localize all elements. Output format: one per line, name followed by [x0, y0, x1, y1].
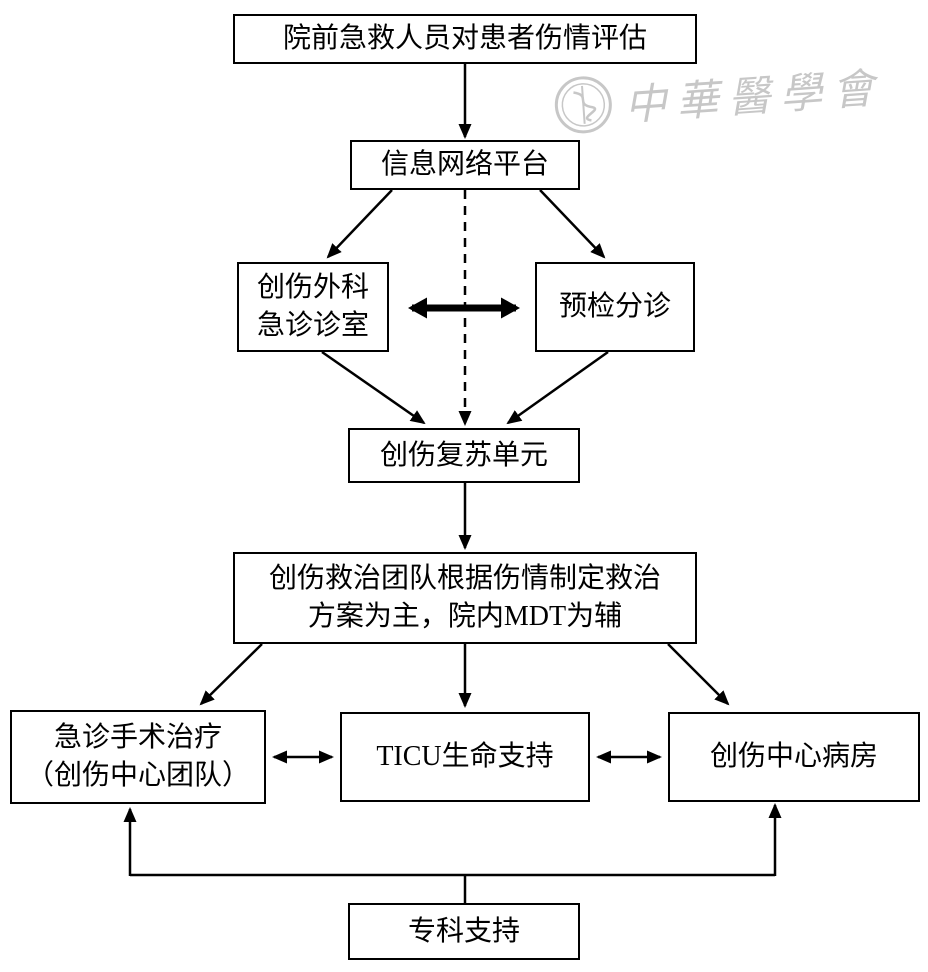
arrow-team-ward — [667, 643, 730, 706]
node-resuscitation-unit: 创伤复苏单元 — [348, 428, 580, 483]
node-label-line2: 急诊诊室 — [256, 310, 369, 341]
node-label-line2: 方案为主，院内MDT为辅 — [307, 601, 623, 632]
node-treatment-team: 创伤救治团队根据伤情制定救治 方案为主，院内MDT为辅 — [233, 552, 697, 644]
arrow-triage-resuscitation — [506, 350, 609, 425]
arrow-team-surgery — [199, 643, 263, 706]
node-label-line1: 创伤救治团队根据伤情制定救治 — [268, 563, 661, 594]
node-ticu-life-support: TICU生命支持 — [340, 712, 590, 802]
node-specialty-support: 专科支持 — [348, 903, 580, 960]
node-label-line2: （创伤中心团队） — [25, 760, 250, 791]
node-label: 创伤复苏单元 — [379, 439, 548, 471]
node-label: TICU生命支持 — [376, 741, 554, 772]
node-triage: 预检分诊 — [535, 262, 695, 352]
node-label: 专科支持 — [407, 915, 520, 947]
node-information-platform: 信息网络平台 — [350, 140, 580, 190]
arrow-platform-triage — [539, 189, 606, 259]
node-label-line1: 创伤外科 — [256, 272, 369, 303]
node-trauma-surgery-clinic: 创伤外科 急诊诊室 — [237, 262, 389, 352]
arrow-clinic-resuscitation — [321, 350, 426, 425]
node-label: 信息网络平台 — [380, 149, 549, 180]
node-label: 创伤中心病房 — [709, 741, 878, 772]
node-label-line1: 急诊手术治疗 — [53, 722, 222, 753]
arrow-platform-clinic — [326, 189, 393, 259]
node-trauma-center-ward: 创伤中心病房 — [668, 712, 920, 802]
node-label: 院前急救人员对患者伤情评估 — [282, 23, 647, 54]
node-label: 预检分诊 — [558, 291, 671, 322]
node-prehospital-assessment: 院前急救人员对患者伤情评估 — [233, 14, 697, 64]
node-emergency-surgery: 急诊手术治疗 （创伤中心团队） — [10, 710, 266, 804]
